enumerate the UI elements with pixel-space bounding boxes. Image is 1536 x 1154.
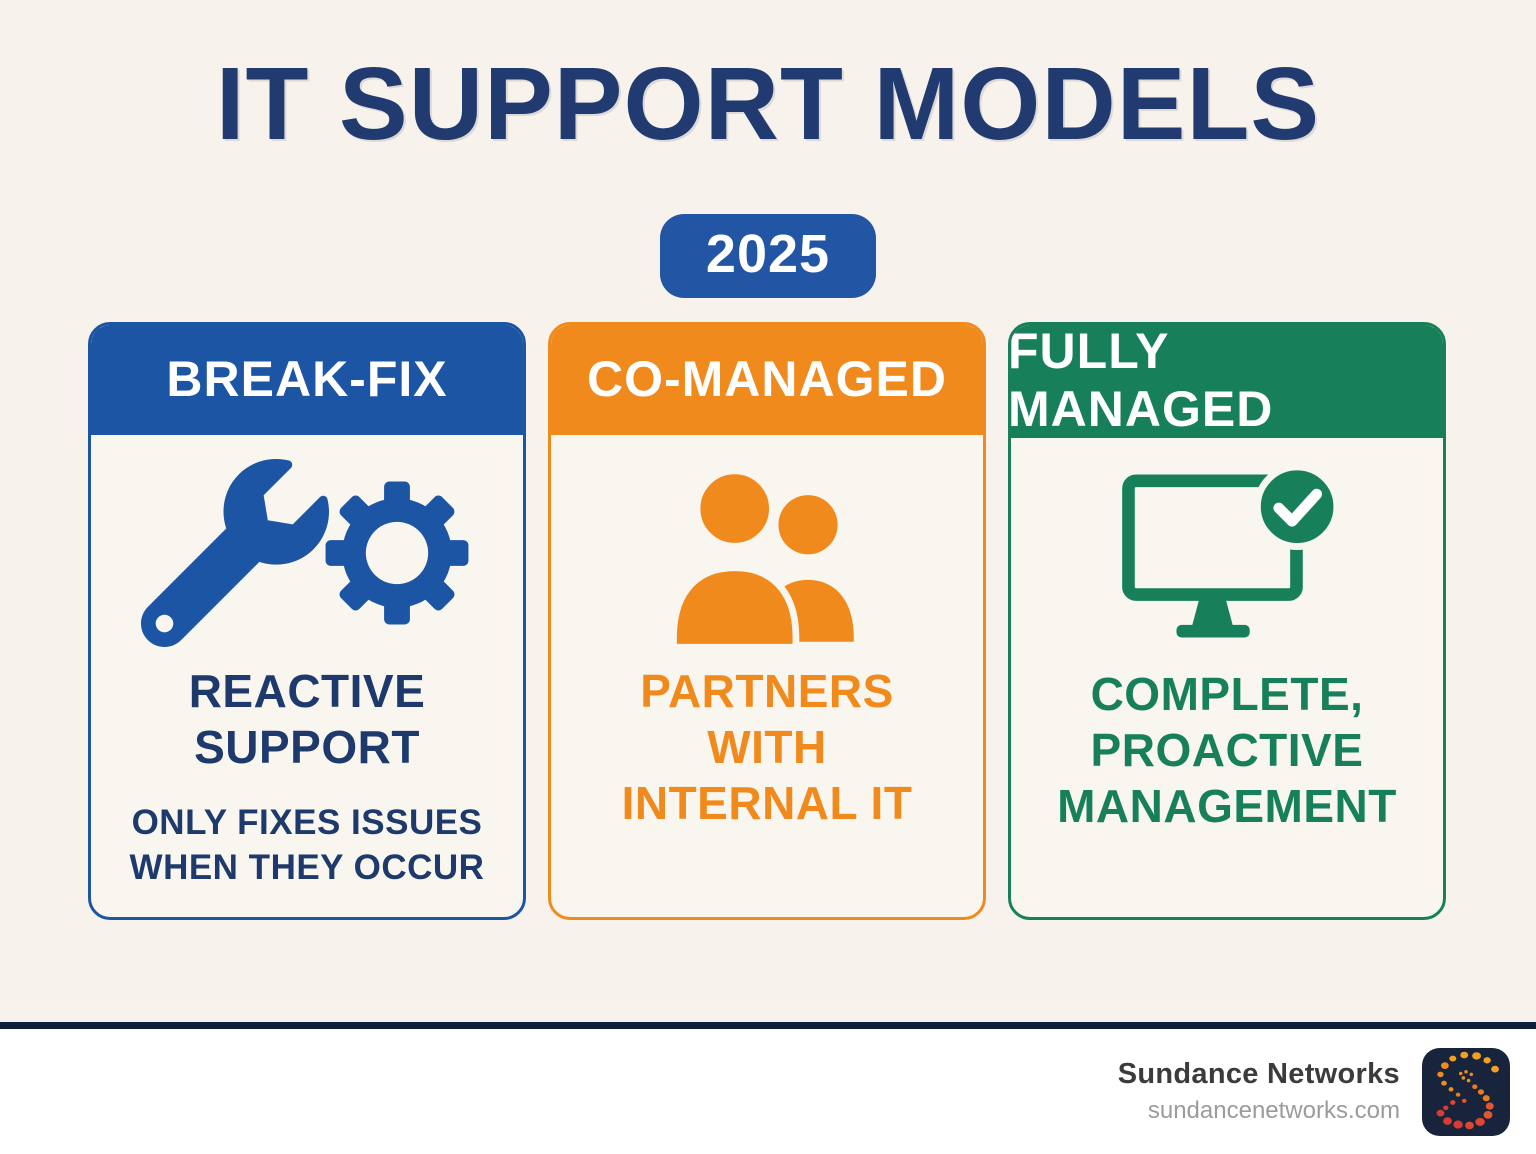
card-fully-managed-primary-text: COMPLETE, PROACTIVE MANAGEMENT [1057,668,1397,833]
people-icon [656,453,878,653]
card-break-fix-secondary-text: ONLY FIXES ISSUES WHEN THEY OCCUR [129,803,485,888]
card-fully-managed-body: COMPLETE, PROACTIVE MANAGEMENT [1011,438,1443,917]
card-co-managed: CO-MANAGED PARTNERS WITH INTERNAL [548,322,986,920]
footer: Sundance Networks sundancenetworks.com [0,1029,1536,1154]
card-co-managed-primary-text: PARTNERS WITH INTERNAL IT [621,665,913,830]
page-title: IT SUPPORT MODELS [215,46,1321,161]
footer-divider [0,1022,1536,1029]
card-break-fix-body: REACTIVE SUPPORT ONLY FIXES ISSUES WHEN … [91,435,523,917]
card-fully-managed: FULLY MANAGED COMPLETE, PROACTIVE MANAGE… [1008,322,1446,920]
wrench-gear-icon [141,453,473,653]
card-break-fix-header: BREAK-FIX [91,325,523,435]
card-co-managed-header: CO-MANAGED [551,325,983,435]
company-name: Sundance Networks [1117,1058,1400,1090]
card-co-managed-body: PARTNERS WITH INTERNAL IT [551,435,983,917]
monitor-check-icon [1107,456,1347,656]
sundance-logo-icon [1422,1047,1510,1136]
company-website: sundancenetworks.com [1147,1097,1400,1124]
footer-text: Sundance Networks sundancenetworks.com [1118,1058,1400,1125]
header: IT SUPPORT MODELS 2025 [0,0,1536,299]
card-break-fix-primary-text: REACTIVE SUPPORT [188,665,426,774]
cards-row: BREAK-FIX [88,322,1446,920]
card-fully-managed-header: FULLY MANAGED [1011,325,1443,438]
year-badge: 2025 [659,214,877,299]
card-break-fix: BREAK-FIX [88,322,526,920]
